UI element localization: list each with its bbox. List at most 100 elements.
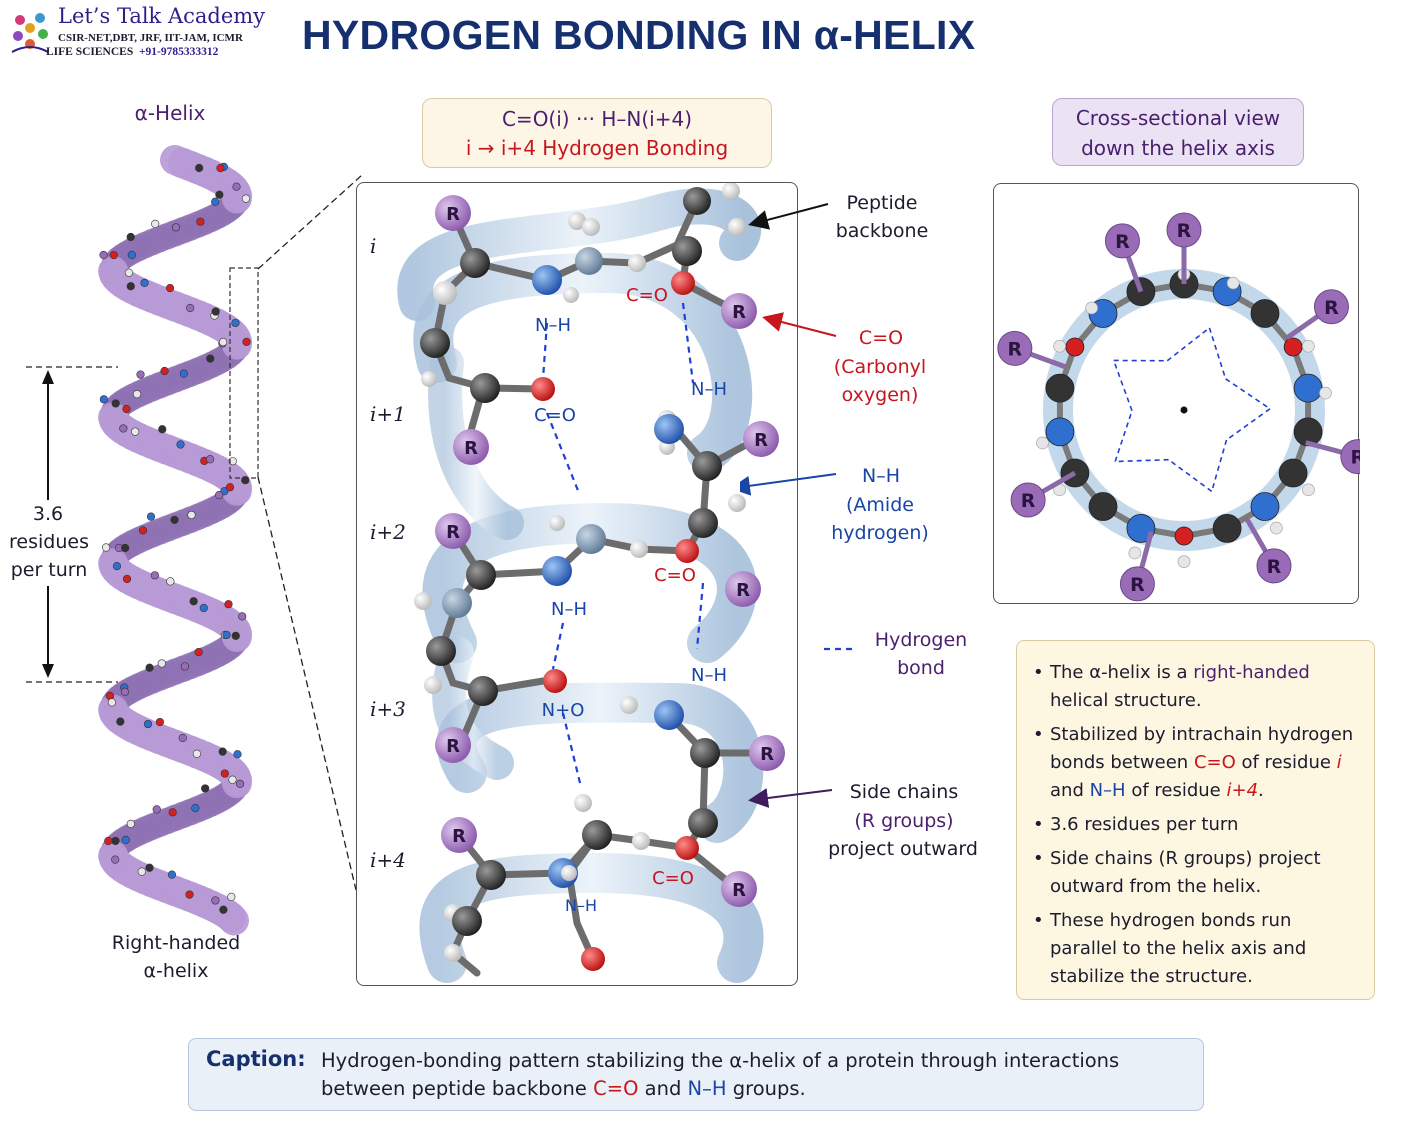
helix-atom (211, 896, 220, 905)
helix-atom (131, 427, 140, 436)
ring-hydrogen (1302, 483, 1315, 497)
helix-atom (145, 663, 154, 672)
logo-subtitle: CSIR-NET,DBT, JRF, IIT-JAM, ICMR (58, 32, 243, 44)
hydrogen-bond-lines (541, 302, 705, 788)
helix-atom (111, 836, 120, 846)
nh-label: N–H (565, 896, 597, 915)
helix-atom (126, 819, 135, 828)
helix-atom (126, 282, 135, 291)
ring-hydrogen (1085, 301, 1098, 315)
ring-atom (1065, 337, 1085, 357)
ring-atom (1293, 417, 1323, 447)
helix-atom (168, 808, 177, 817)
helix-atom (104, 836, 113, 846)
logo-contact: LIFE SCIENCES +91-9785333312 (46, 46, 219, 58)
helix-atom (150, 571, 159, 580)
annotation-backbone-1: Peptide (846, 192, 918, 214)
note-side-chains: Side chains (R groups) project outward f… (1031, 845, 1364, 901)
helix-atom (99, 250, 108, 260)
r-label: R (736, 580, 750, 601)
ring-hydrogen (1319, 386, 1332, 400)
helix-atom (192, 749, 201, 758)
helix-atom (189, 597, 198, 606)
helix-atom (137, 867, 146, 876)
helix-atom (136, 370, 145, 379)
atoms (414, 183, 746, 971)
r-label: R (732, 880, 746, 901)
ring-atom (1278, 458, 1308, 488)
annotation-arrows (740, 203, 856, 808)
helix-atom (107, 698, 116, 707)
r-group-atom (1340, 439, 1360, 475)
note-right-handed: The α-helix is a right-handed helical st… (1031, 659, 1364, 715)
ring-atom (1045, 373, 1075, 403)
annotation-carbonyl-2: (Carbonyl (833, 356, 927, 378)
co-label: C=O (534, 405, 576, 426)
helix-atom (145, 863, 154, 872)
helix-atom (122, 404, 131, 414)
flower-logo-icon (11, 13, 49, 53)
helix-atom (101, 543, 111, 552)
co-label: C=O (626, 285, 668, 306)
helix-atom (120, 687, 129, 697)
helix-footer-line1: Right-handed (111, 932, 241, 954)
cross-section-title-line1: Cross-sectional view (1075, 106, 1281, 130)
zoom-connector-lines (257, 174, 363, 891)
helix-atom (116, 717, 125, 726)
helix-atom (126, 232, 135, 242)
caption-box: Caption: Hydrogen-bonding pattern stabil… (188, 1038, 1204, 1111)
helix-atom (227, 892, 236, 901)
cross-hbond (1168, 459, 1213, 493)
key-points-box: The α-helix is a right-handed helical st… (1016, 640, 1375, 1000)
r-group-atom (997, 330, 1033, 366)
helix-atom (119, 424, 128, 433)
helix-atom (167, 870, 177, 879)
pitch-label-line2: residues (9, 531, 89, 553)
ring-atom (1126, 277, 1156, 306)
r-group-label: R (1021, 490, 1036, 512)
caption-label: Caption: (206, 1047, 306, 1071)
helix-atom (232, 182, 241, 191)
helix-atom (138, 526, 148, 535)
helix-atom (224, 600, 233, 609)
helix-atom (170, 515, 179, 524)
helix-atom (155, 717, 165, 727)
helix-atom (191, 804, 200, 813)
helix-atom (194, 647, 203, 657)
pitch-label-line1: 3.6 (32, 503, 64, 525)
logo-title: Let’s Talk Academy (58, 4, 266, 28)
ring-hydrogen (1270, 521, 1283, 535)
atom-labels: C=O N–H N–H C=O C=O N–H N–H N+O C=O N–H (534, 285, 727, 915)
helix-atom (111, 399, 120, 408)
helix-atom (124, 268, 134, 277)
ring-atom (1045, 417, 1075, 447)
helix-atom (228, 775, 237, 784)
pitch-label-line3: per turn (10, 559, 88, 581)
helix-atom (160, 366, 169, 376)
helix-atom (143, 719, 153, 729)
annotation-sidechain-2: (R groups) (854, 810, 954, 832)
ring-hydrogen (1226, 276, 1240, 290)
helix-atom (99, 395, 108, 404)
r-group-label: R (1351, 447, 1360, 469)
annotation-carbonyl-1: C=O (858, 327, 904, 349)
ring-atom (1250, 492, 1280, 521)
helix-atom (241, 194, 251, 203)
cross-hbond (1226, 408, 1271, 441)
r-group-label: R (1267, 556, 1282, 578)
nh-label: N–H (691, 379, 727, 400)
helix-atom (206, 354, 215, 363)
helix-atom (171, 223, 181, 232)
row-label-i: i (370, 234, 377, 258)
page-title: HYDROGEN BONDING IN α-HELIX (302, 12, 976, 58)
helix-atom (231, 318, 240, 328)
row-label-i3: i+3 (370, 697, 406, 721)
helix-atom (132, 390, 142, 399)
cross-hbond (1115, 458, 1169, 463)
helix-ribbon-segment (216, 902, 249, 936)
helix-atom (196, 217, 205, 226)
nh-label: N–H (691, 665, 727, 686)
annotation-amide-1: N–H (862, 465, 900, 487)
cross-hbond (1210, 439, 1228, 492)
helix-atom (187, 510, 196, 520)
